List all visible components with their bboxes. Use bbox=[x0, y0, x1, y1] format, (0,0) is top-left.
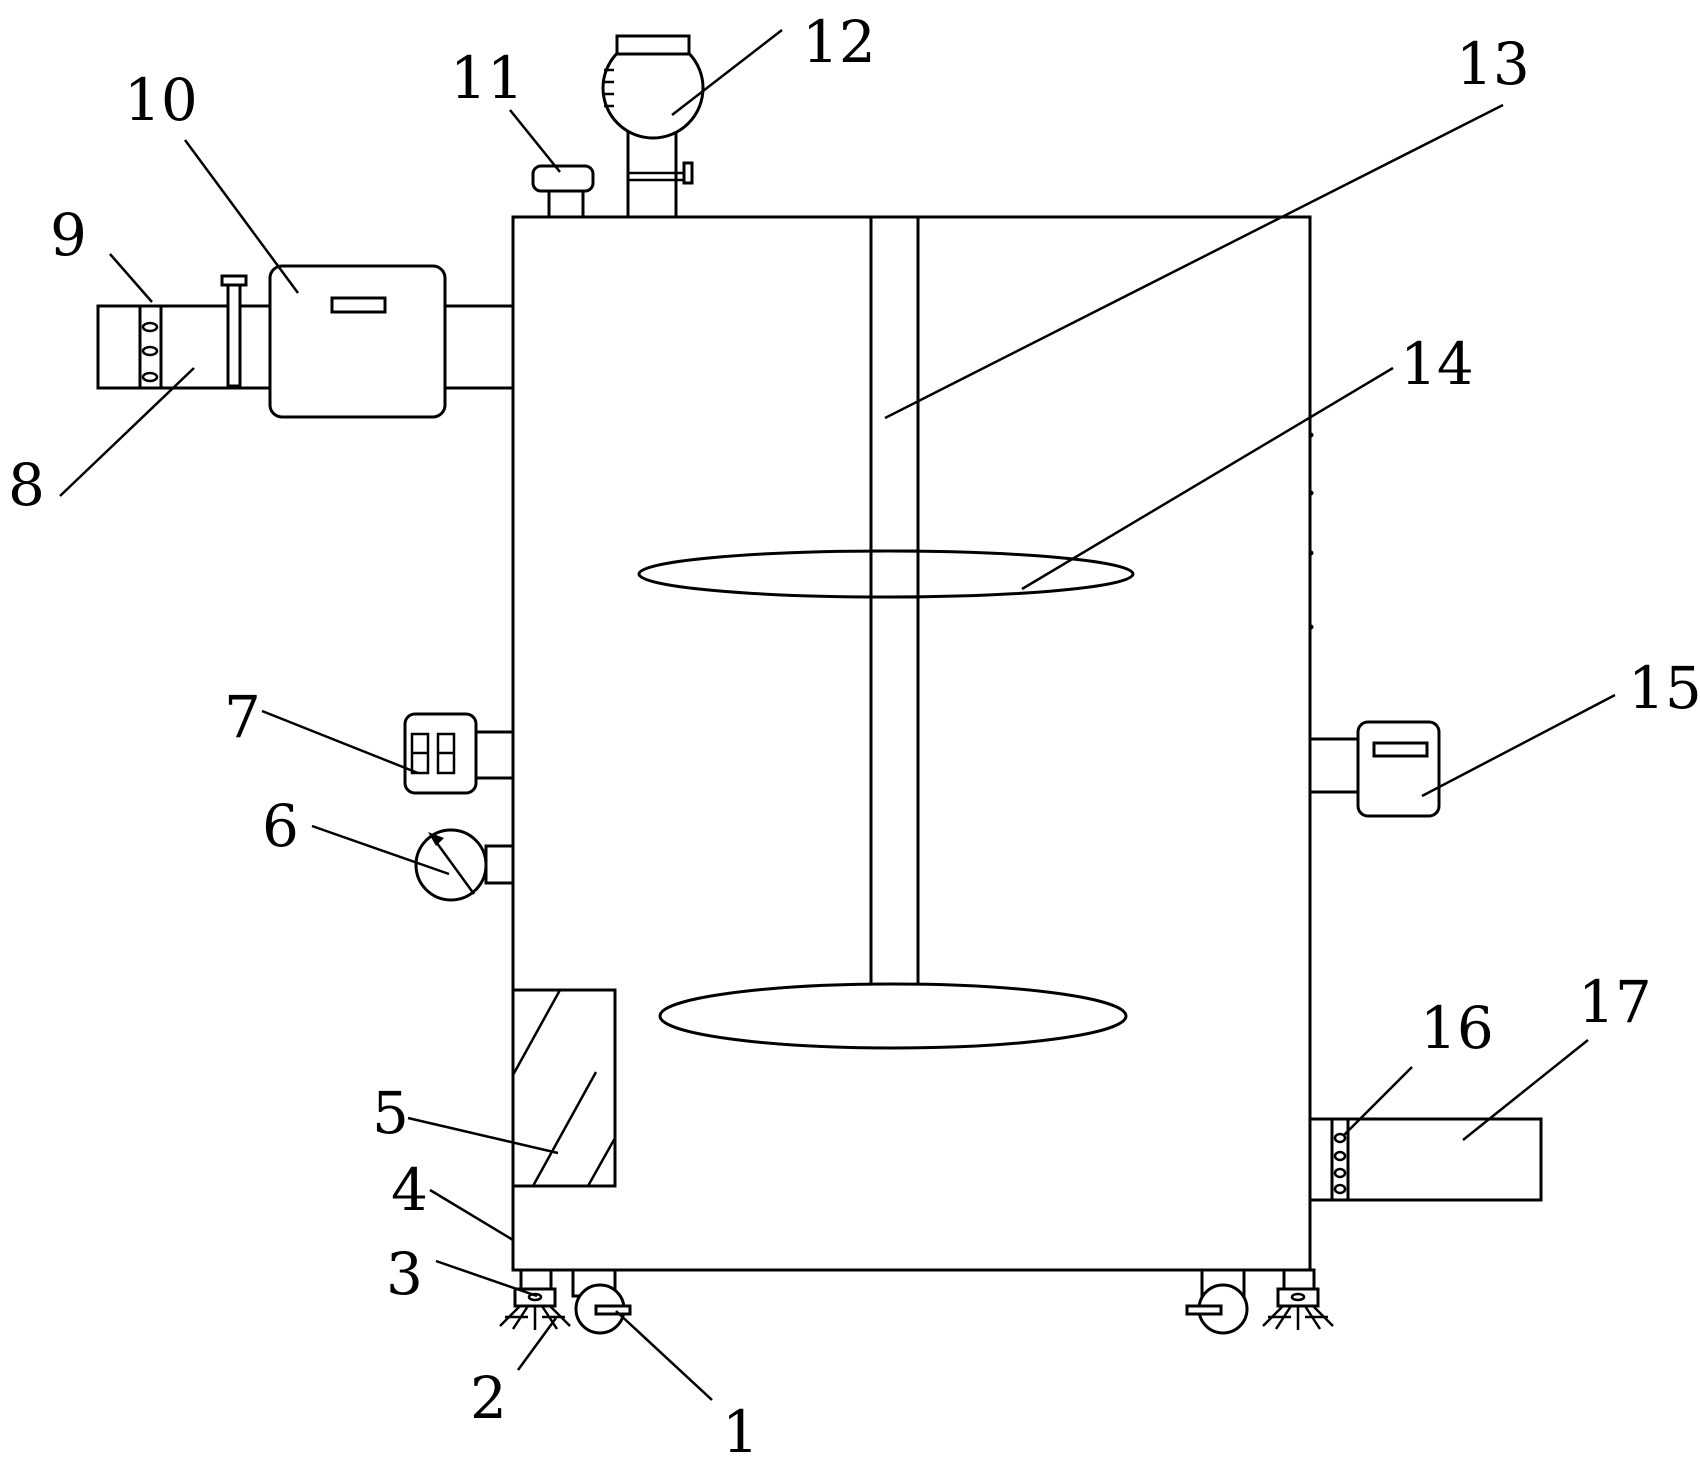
part-labels: 1 2 3 4 5 6 7 8 9 10 11 12 13 14 15 16 1… bbox=[8, 8, 1700, 1463]
leader-4 bbox=[429, 1188, 514, 1242]
heating-block bbox=[511, 988, 617, 1188]
leader-16 bbox=[1343, 1066, 1413, 1136]
feed-funnel bbox=[601, 34, 705, 219]
leader-3 bbox=[435, 1259, 538, 1298]
stirring-shaft bbox=[869, 215, 920, 989]
label-8: 8 bbox=[8, 451, 45, 519]
right-sensor-box bbox=[1308, 720, 1441, 818]
leader-1 bbox=[615, 1310, 713, 1401]
leader-11 bbox=[509, 109, 561, 173]
inlet-assembly bbox=[96, 264, 515, 419]
funnel-scale-ticks bbox=[604, 68, 614, 108]
label-9: 9 bbox=[50, 201, 87, 269]
leader-lines bbox=[59, 29, 1616, 1401]
outlet-assembly bbox=[1308, 1117, 1543, 1202]
label-11: 11 bbox=[450, 44, 524, 112]
label-5: 5 bbox=[372, 1079, 409, 1147]
leader-8 bbox=[59, 367, 195, 497]
leader-7 bbox=[261, 709, 419, 775]
label-6: 6 bbox=[262, 792, 299, 860]
leader-10 bbox=[183, 139, 300, 294]
label-2: 2 bbox=[470, 1364, 507, 1432]
leader-9 bbox=[109, 253, 153, 303]
label-1: 1 bbox=[722, 1398, 759, 1463]
leader-13 bbox=[884, 103, 1504, 420]
label-14: 14 bbox=[1400, 330, 1474, 398]
label-3: 3 bbox=[386, 1240, 423, 1308]
label-10: 10 bbox=[124, 66, 198, 134]
tank-seam-dots bbox=[1308, 432, 1314, 630]
pressure-gauge bbox=[414, 828, 515, 902]
leader-12 bbox=[671, 29, 783, 116]
lower-paddle bbox=[658, 982, 1128, 1050]
label-16: 16 bbox=[1420, 994, 1494, 1062]
label-15: 15 bbox=[1628, 654, 1700, 722]
label-17: 17 bbox=[1578, 968, 1652, 1036]
label-4: 4 bbox=[391, 1156, 428, 1224]
leader-17 bbox=[1462, 1039, 1589, 1141]
label-7: 7 bbox=[224, 683, 261, 751]
left-foot-assembly bbox=[499, 1268, 632, 1335]
inlet-pipe bbox=[96, 304, 272, 390]
leader-14 bbox=[1021, 366, 1394, 591]
leader-5 bbox=[407, 1116, 559, 1155]
shaft-overlap bbox=[869, 549, 920, 599]
label-13: 13 bbox=[1456, 30, 1530, 98]
leader-6 bbox=[311, 824, 450, 876]
top-cap bbox=[531, 164, 595, 219]
leader-15 bbox=[1421, 693, 1616, 798]
outlet-pipe bbox=[1346, 1117, 1543, 1202]
right-foot-assembly bbox=[1185, 1268, 1334, 1335]
digital-controller bbox=[403, 712, 515, 795]
label-12: 12 bbox=[802, 8, 876, 76]
leader-2 bbox=[516, 1317, 558, 1371]
